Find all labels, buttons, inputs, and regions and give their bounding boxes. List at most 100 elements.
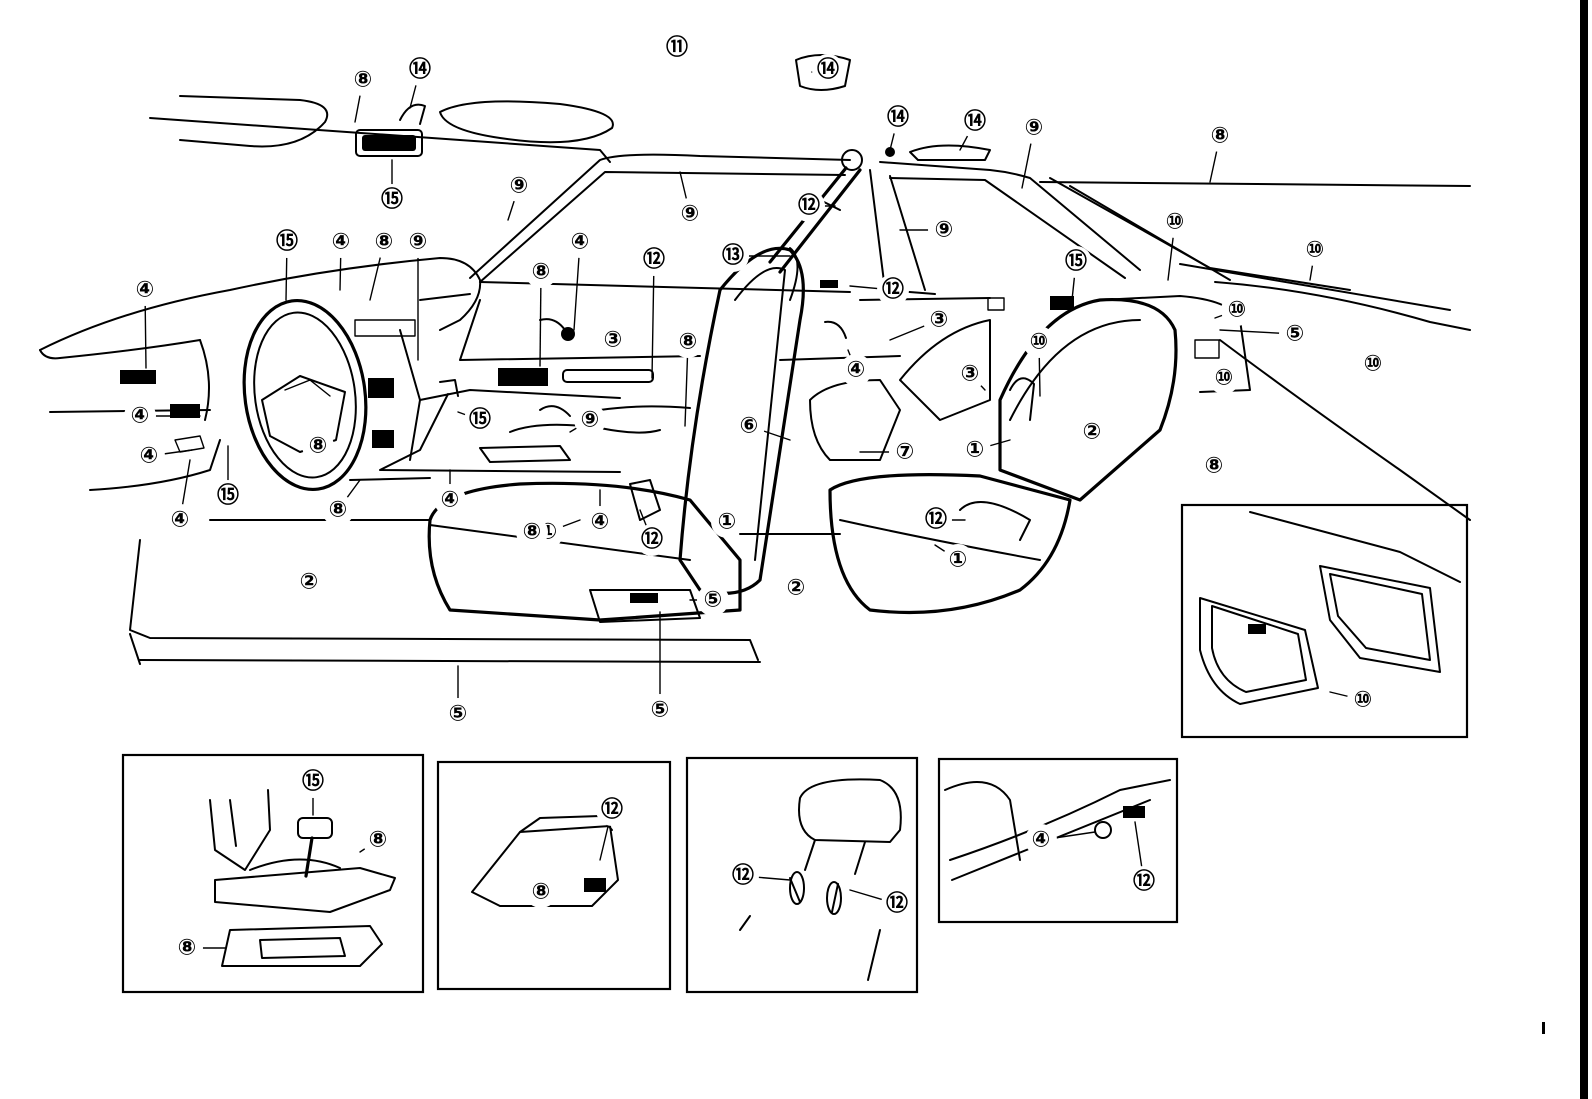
callout-backdrop xyxy=(271,226,303,258)
callout-backdrop xyxy=(124,400,156,432)
callout-number: ① xyxy=(949,548,968,573)
callout-number: ⑧ xyxy=(309,434,328,459)
callout-backdrop xyxy=(644,694,676,726)
rear-side-trim xyxy=(987,295,1471,521)
callout-number: ⑮ xyxy=(276,229,298,255)
callout-number: ⑮ xyxy=(381,187,403,213)
callout-number: ⑫ xyxy=(798,193,820,219)
callout-number: ⑮ xyxy=(469,407,491,433)
callout-backdrop xyxy=(674,198,706,230)
callout-number: ⑧ xyxy=(178,936,197,961)
callout-number: ④ xyxy=(131,404,150,429)
callout-backdrop xyxy=(636,524,668,556)
callout-backdrop xyxy=(347,64,379,96)
callout-number: ⑤ xyxy=(704,588,723,613)
callout-number: ④ xyxy=(140,444,159,469)
callout-number: ⑫ xyxy=(601,797,623,823)
callout-backdrop xyxy=(733,410,765,442)
callout-backdrop xyxy=(727,860,759,892)
callout-backdrop xyxy=(322,494,354,526)
front-door-panel xyxy=(459,281,991,411)
callout-number: ⑥ xyxy=(740,414,759,439)
callout-backdrop xyxy=(171,932,203,964)
callout-backdrop xyxy=(881,888,913,920)
inset-console-box xyxy=(436,760,672,991)
callout-backdrop xyxy=(840,354,872,386)
inset-rear-quarter-trim xyxy=(1180,503,1469,739)
callout-number: ⑬ xyxy=(722,243,744,269)
callout-number: ⑩ xyxy=(1030,330,1049,355)
callout-number: ⑩ xyxy=(1364,352,1383,377)
callout-backdrop xyxy=(362,824,394,856)
callout-backdrop xyxy=(889,436,921,468)
callout-number: ⑭ xyxy=(887,105,909,131)
callout-backdrop xyxy=(325,226,357,258)
inset-headrest xyxy=(685,756,919,994)
callout-number: ② xyxy=(1083,420,1102,445)
callout-backdrop xyxy=(1204,120,1236,152)
callout-backdrop xyxy=(711,506,743,538)
callout-backdrop xyxy=(129,274,161,306)
callout-backdrop xyxy=(920,504,952,536)
callout-backdrop xyxy=(638,244,670,276)
callout-number: ④ xyxy=(847,358,866,383)
callout-number: ⑭ xyxy=(964,109,986,135)
callout-backdrop xyxy=(793,190,825,222)
page-edge xyxy=(1542,0,1588,1099)
callout-backdrop xyxy=(525,876,557,908)
callout-number: ① xyxy=(966,438,985,463)
callout-backdrop xyxy=(954,358,986,390)
driver-seat-rear xyxy=(809,297,1178,615)
callout-backdrop xyxy=(928,214,960,246)
callout-number: ⑮ xyxy=(217,483,239,509)
callout-number: ⑪ xyxy=(666,35,688,61)
callout-number: ④ xyxy=(591,510,610,535)
callout-backdrop xyxy=(812,54,844,86)
callout-number: ⑨ xyxy=(1025,116,1044,141)
callout-backdrop xyxy=(1208,362,1240,394)
callout-backdrop xyxy=(717,240,749,272)
callout-backdrop xyxy=(442,698,474,730)
callout-backdrop xyxy=(661,32,693,64)
callout-number: ③ xyxy=(604,328,623,353)
callout-backdrop xyxy=(574,404,606,436)
callout-backdrop xyxy=(882,102,914,134)
callout-backdrop xyxy=(564,226,596,258)
callout-number: ⑫ xyxy=(732,863,754,889)
callout-number: ⑩ xyxy=(1354,688,1373,713)
callout-number: ⑧ xyxy=(523,520,542,545)
callout-backdrop xyxy=(1159,206,1191,238)
callout-backdrop xyxy=(942,544,974,576)
callout-number: ⑧ xyxy=(532,260,551,285)
callout-backdrop xyxy=(434,484,466,516)
callout-backdrop xyxy=(1060,246,1092,278)
callout-number: ⑨ xyxy=(510,174,529,199)
callout-number: ③ xyxy=(961,362,980,387)
callout-backdrop xyxy=(672,326,704,358)
callout-number: ① xyxy=(718,510,737,535)
roof-and-window-frames xyxy=(469,153,1471,331)
callout-number: ⑦ xyxy=(896,440,915,465)
callout-backdrop xyxy=(697,584,729,616)
callout-backdrop xyxy=(1018,112,1050,144)
callout-number: ④ xyxy=(571,230,590,255)
callout-number: ⑩ xyxy=(1228,298,1247,323)
callout-backdrop xyxy=(133,440,165,472)
callout-number: ④ xyxy=(1032,828,1051,853)
callout-backdrop xyxy=(1198,450,1230,482)
callout-number: ⑤ xyxy=(1286,322,1305,347)
callout-number: ④ xyxy=(332,230,351,255)
callout-number: ⑨ xyxy=(935,218,954,243)
callout-backdrop xyxy=(959,106,991,138)
callout-number: ⑧ xyxy=(1211,124,1230,149)
callout-backdrop xyxy=(464,404,496,436)
callout-backdrop xyxy=(1347,684,1379,716)
callout-backdrop xyxy=(1128,866,1160,898)
callout-backdrop xyxy=(368,226,400,258)
callout-number: ⑫ xyxy=(643,247,665,273)
callout-number: ⑨ xyxy=(409,230,428,255)
callout-number: ⑩ xyxy=(1306,238,1325,263)
front-passenger-seat xyxy=(427,246,805,623)
